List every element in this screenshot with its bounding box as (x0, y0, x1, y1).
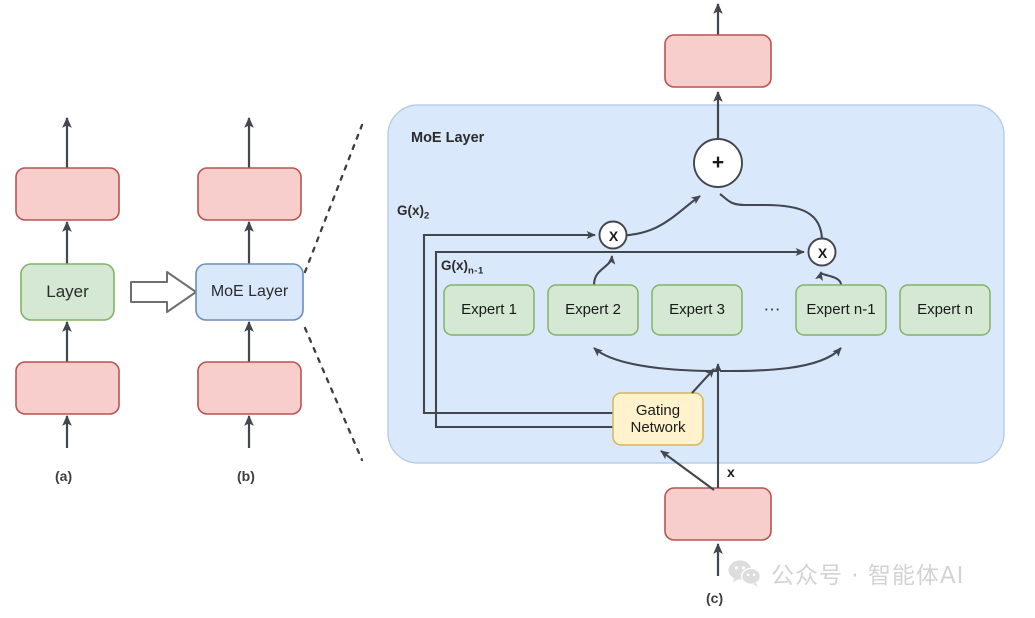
panel-c (387, 2, 1005, 576)
gating-to-dispatch-arrow (691, 368, 715, 394)
expert-box-5 (899, 284, 991, 336)
panel-b-bottom-block (197, 361, 302, 415)
watermark: 公众号 · 智能体AI (728, 556, 964, 590)
multiply-node-left (598, 220, 628, 250)
transform-arrow-shape (130, 271, 197, 313)
moe-top-block (664, 34, 772, 88)
panel-a-top-block (15, 167, 120, 221)
dashed-connector-top (303, 123, 364, 274)
expert-box-3 (651, 284, 743, 336)
moe-layer-container (387, 104, 1005, 464)
expert-n1-to-multiply-right (815, 270, 843, 286)
panel-b (195, 116, 304, 448)
mul-right-to-sum-curve (719, 193, 824, 242)
panel-b-top-block (197, 167, 302, 221)
expert-box-1 (443, 284, 535, 336)
input-to-gating-arrow (660, 450, 715, 491)
panel-a (15, 116, 120, 448)
panel-a-layer-block (20, 263, 115, 321)
gating-network-box (612, 392, 704, 446)
panel-b-moe-block (195, 263, 304, 321)
wechat-icon (728, 560, 762, 587)
gate-weight-line-n-1 (434, 247, 805, 429)
expert-box-4 (795, 284, 887, 336)
input-to-expert-n1-curve (719, 347, 842, 373)
sum-node (693, 138, 743, 188)
expansion-connectors (303, 123, 364, 462)
transform-arrow (130, 271, 197, 313)
panel-a-bottom-block (15, 361, 120, 415)
moe-bottom-block (664, 487, 772, 541)
dashed-connector-bottom (303, 326, 364, 462)
multiply-node-right (807, 237, 837, 267)
expert2-to-multiply-left (592, 255, 616, 286)
gate-weight-line-2 (422, 230, 613, 415)
watermark-text: 公众号 · 智能体AI (771, 563, 965, 589)
expert-box-2 (547, 284, 639, 336)
